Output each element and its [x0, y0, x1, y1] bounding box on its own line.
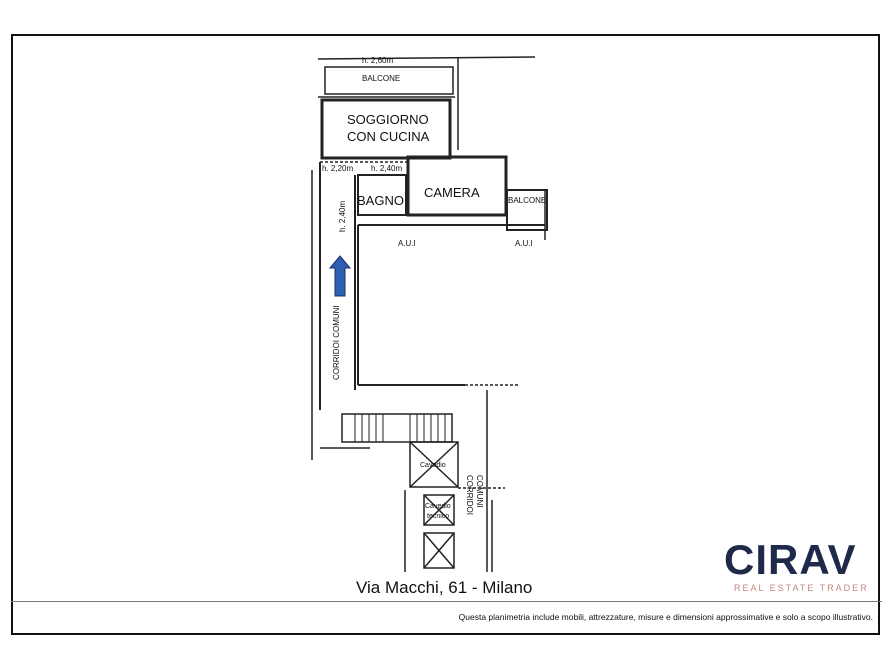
label-bathroom: BAGNO: [357, 193, 404, 208]
label-aui-left: A.U.I: [398, 239, 416, 248]
label-height-bath: h. 2,40m: [371, 164, 402, 173]
label-corridor-right-2: COMUNI: [475, 475, 484, 507]
address: Via Macchi, 61 - Milano: [356, 578, 533, 597]
label-corridor-left: CORRIDOI COMUNI: [332, 305, 341, 380]
cirav-logo: CIRAV REAL ESTATE TRADER: [724, 536, 874, 596]
floor-plan: h. 2,60m BALCONE SOGGIORNO CON CUCINA h.…: [311, 56, 548, 572]
footer-divider: [11, 601, 882, 602]
label-height-vertical: h. 2,40m: [338, 201, 347, 232]
label-height-corridor: h. 2,20m: [322, 164, 353, 173]
label-living: SOGGIORNO: [347, 112, 429, 127]
label-living-2: CON CUCINA: [347, 129, 430, 144]
label-balcony-right: BALCONE: [508, 196, 546, 205]
logo-tagline: REAL ESTATE TRADER: [734, 583, 869, 593]
disclaimer: Questa planimetria include mobili, attre…: [458, 612, 873, 622]
document-frame: [11, 34, 880, 635]
label-height-balcony-top: h. 2,60m: [362, 56, 393, 65]
label-shaft: Cavedio: [420, 462, 446, 469]
entrance-arrow-icon: [328, 255, 352, 297]
label-aui-right: A.U.I: [515, 239, 533, 248]
label-tech-shaft-1: Cavedio: [425, 503, 451, 510]
label-tech-shaft-2: tecnico: [427, 513, 449, 520]
logo-word: CIRAV: [724, 536, 857, 583]
label-balcony-top: BALCONE: [362, 74, 400, 83]
label-corridor-right-1: CORRIDOI: [465, 475, 474, 515]
label-bedroom: CAMERA: [424, 185, 480, 200]
